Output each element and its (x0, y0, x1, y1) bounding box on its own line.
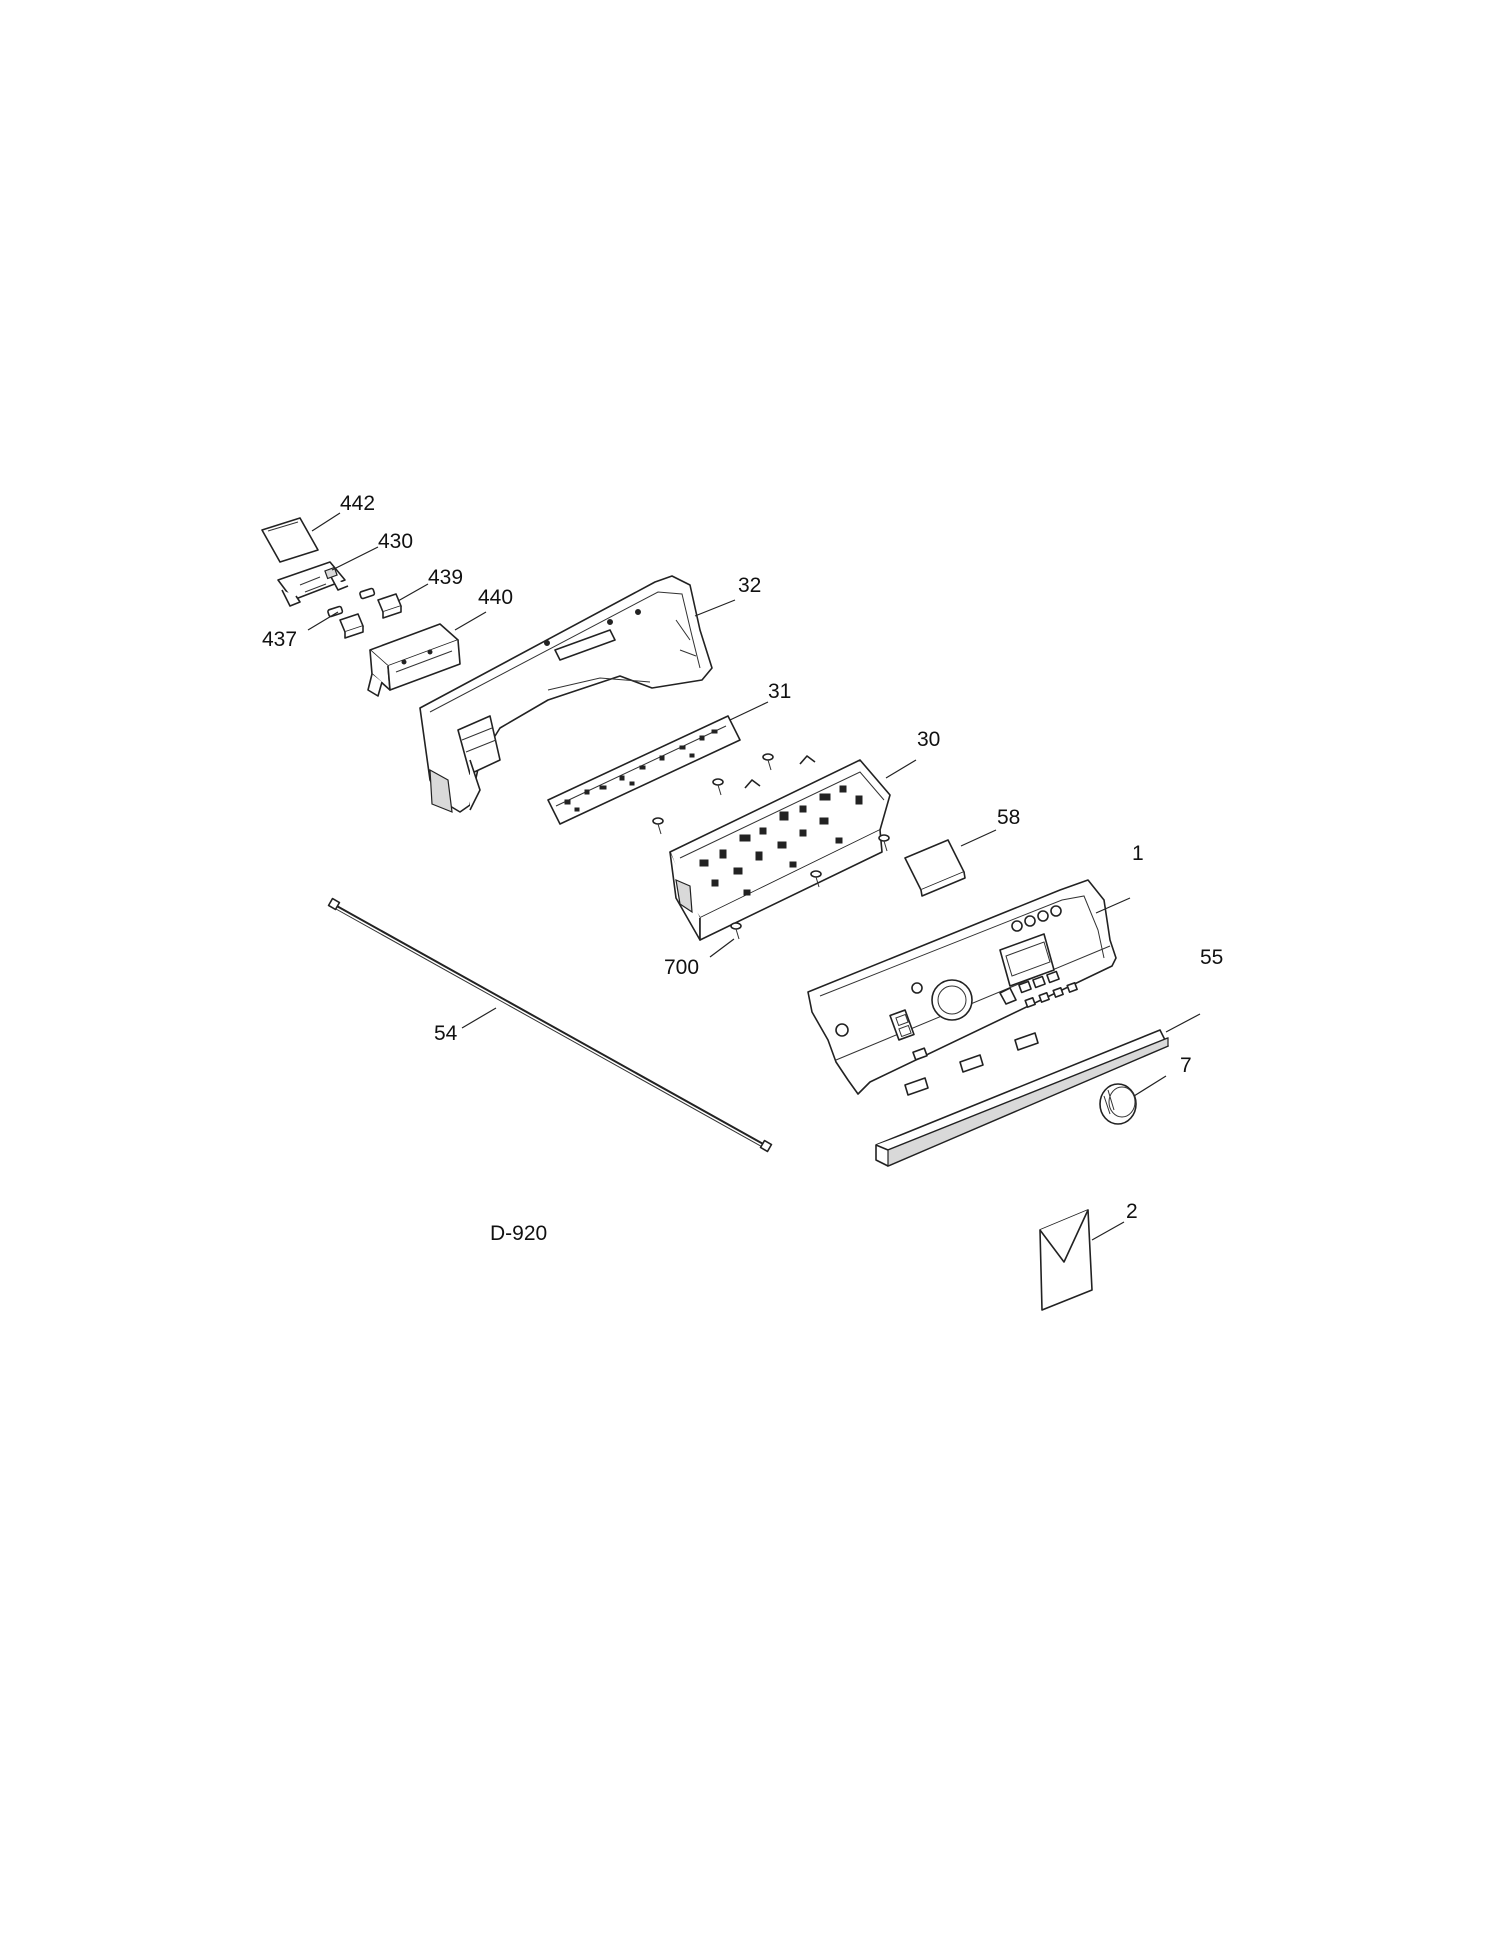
label-2: 2 (1126, 1200, 1138, 1223)
part-442-plate (261, 517, 319, 563)
label-32: 32 (738, 574, 761, 597)
part-430-bracket (277, 561, 349, 607)
label-439: 439 (428, 566, 463, 589)
part-32-console-housing (419, 575, 713, 813)
part-439-switch-caps (339, 593, 402, 639)
part-700-screws (652, 753, 890, 940)
label-55: 55 (1200, 946, 1223, 969)
part-7-knob (1099, 1083, 1137, 1125)
part-55-trim-strip (875, 1029, 1169, 1167)
label-30: 30 (917, 728, 940, 751)
label-7: 7 (1180, 1054, 1192, 1077)
label-1: 1 (1132, 842, 1144, 865)
diagram-code: D-920 (490, 1222, 547, 1245)
label-442: 442 (340, 492, 375, 515)
label-58: 58 (997, 806, 1020, 829)
part-437-pins (327, 587, 376, 618)
label-54: 54 (434, 1022, 458, 1045)
label-430: 430 (378, 530, 413, 553)
part-58-module (904, 839, 966, 897)
part-2-literature (1039, 1209, 1093, 1311)
leader-lines (307, 512, 1201, 1241)
label-700: 700 (664, 956, 699, 979)
part-31-circuit-board (547, 715, 741, 825)
part-54-rod (327, 897, 773, 1153)
part-30-control-board (669, 755, 891, 941)
label-440: 440 (478, 586, 513, 609)
part-1-control-panel (807, 879, 1117, 1096)
label-437: 437 (262, 628, 297, 651)
label-31: 31 (768, 680, 791, 703)
part-440-switch-housing (367, 623, 461, 697)
part-labels: 442 430 439 440 437 32 31 30 58 1 700 55… (262, 492, 1223, 1223)
